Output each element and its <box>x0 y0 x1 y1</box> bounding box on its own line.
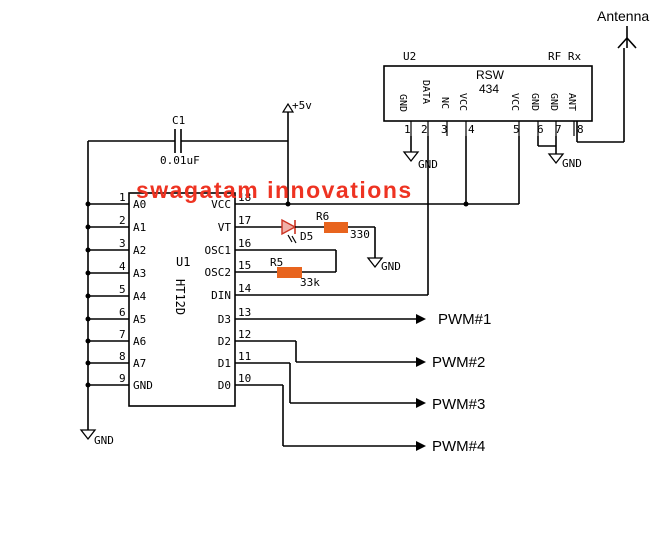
pwm2-label: PWM#2 <box>432 354 485 371</box>
u2-pin1-name: GND <box>397 94 408 112</box>
r5-value: 33k <box>300 276 320 289</box>
u1-pin1-num: 1 <box>119 191 126 204</box>
u1-pin12-name: D2 <box>218 335 231 348</box>
u1-pin13-num: 13 <box>238 306 251 319</box>
u1-pin2-name: A1 <box>133 221 146 234</box>
u1-pin7-num: 7 <box>119 328 126 341</box>
antenna-icon <box>576 26 637 143</box>
u1-pin5-num: 5 <box>119 283 126 296</box>
u1-pin4-name: A3 <box>133 267 146 280</box>
resistor-icon <box>277 267 302 278</box>
arrow-right-icon <box>416 357 426 367</box>
u2-part-line1: RSW <box>476 68 505 82</box>
u2-pin3-name: NC <box>439 97 450 109</box>
u1-pin15-num: 15 <box>238 259 251 272</box>
u2-pin3-num: 3 <box>441 123 448 136</box>
led-icon <box>281 218 297 236</box>
pwm1-label: PWM#1 <box>438 311 491 328</box>
u1-pin9-name: GND <box>133 379 153 392</box>
pwm4-label: PWM#4 <box>432 438 485 455</box>
u1-pin8-num: 8 <box>119 350 126 363</box>
u2-pin2-num: 2 <box>421 123 428 136</box>
led-d5: D5 <box>281 218 324 244</box>
u2-part-line2: 434 <box>479 82 499 96</box>
u2-rf-receiver: U2 RF Rx RSW 434 GND DATA NC VCC VCC GND… <box>383 50 593 136</box>
u1-pin6-num: 6 <box>119 306 126 319</box>
u1-left-pins: 1 2 3 4 5 6 7 8 9 A0 A1 A2 A3 A4 A5 A6 A… <box>85 191 153 392</box>
arrow-right-icon <box>416 314 426 324</box>
resistor-r5: R5 33k <box>270 250 337 289</box>
u1-pin2-num: 2 <box>119 214 126 227</box>
u2-pin4-name: VCC <box>457 93 468 111</box>
pwm-outputs: PWM#1 PWM#2 PWM#3 PWM#4 <box>416 311 491 455</box>
pwm3-label: PWM#3 <box>432 396 485 413</box>
u1-pin4-num: 4 <box>119 260 126 273</box>
u1-right-pins: 18 17 16 15 14 13 12 11 10 VCC VT OSC1 O… <box>205 191 420 447</box>
u1-pin18-num: 18 <box>238 191 251 204</box>
u1-pin13-name: D3 <box>218 313 231 326</box>
u1-pin7-name: A6 <box>133 335 146 348</box>
u1-pin5-name: A4 <box>133 290 147 303</box>
u1-pin18-name: VCC <box>211 198 231 211</box>
antenna-label: Antenna <box>597 8 649 24</box>
u1-pin10-name: D0 <box>218 379 231 392</box>
r6-gnd-label: GND <box>381 260 401 273</box>
u1-part: HT12D <box>173 279 187 315</box>
u1-pin14-num: 14 <box>238 282 252 295</box>
resistor-r6: R6 330 GND <box>316 210 401 273</box>
u2-ref: U2 <box>403 50 416 63</box>
ground-symbol-icon <box>79 429 97 441</box>
u2-pin6-num: 6 <box>537 123 544 136</box>
u2-pin5-name: VCC <box>509 93 520 111</box>
watermark-text: swagatam innovations <box>136 177 413 203</box>
u1-pin14-name: DIN <box>211 289 231 302</box>
u2-title: RF Rx <box>548 50 581 63</box>
u1-pin17-name: VT <box>218 221 232 234</box>
u1-ref: U1 <box>176 255 190 269</box>
c1-ref: C1 <box>172 114 185 127</box>
u1-pin10-num: 10 <box>238 372 251 385</box>
d5-label: D5 <box>300 230 313 243</box>
supply-rail: +5v C1 0.01uF GND <box>79 99 520 447</box>
r6-ref: R6 <box>316 210 329 223</box>
u1-pin17-num: 17 <box>238 214 251 227</box>
u1-pin3-name: A2 <box>133 244 146 257</box>
u1-pin11-name: D1 <box>218 357 231 370</box>
supply-label: +5v <box>292 99 312 112</box>
u2-gnd-wiring: GND GND <box>402 136 582 171</box>
ground-symbol-icon <box>547 153 565 165</box>
u2-gnd2-label: GND <box>562 157 582 170</box>
resistor-icon <box>324 222 348 233</box>
ground-symbol-icon <box>402 151 420 163</box>
u1-pin16-num: 16 <box>238 237 251 250</box>
u1-pin8-name: A7 <box>133 357 146 370</box>
u1-pin16-name: OSC1 <box>205 244 232 257</box>
u1-pin12-num: 12 <box>238 328 251 341</box>
r5-ref: R5 <box>270 256 283 269</box>
arrow-right-icon <box>416 441 426 451</box>
u2-pin2-name: DATA <box>420 80 431 104</box>
data-line <box>235 136 429 296</box>
u1-pin1-name: A0 <box>133 198 146 211</box>
u2-pin4-num: 4 <box>468 123 475 136</box>
u1-pin6-name: A5 <box>133 313 146 326</box>
ground-symbol-icon <box>366 257 384 269</box>
u2-pin6-name: GND <box>529 93 540 111</box>
u2-pin8-num: 8 <box>577 123 584 136</box>
arrow-right-icon <box>416 398 426 408</box>
u1-pin11-num: 11 <box>238 350 251 363</box>
u1-pin3-num: 3 <box>119 237 126 250</box>
u2-pin5-num: 5 <box>513 123 520 136</box>
u1-pin9-num: 9 <box>119 372 126 385</box>
left-gnd-label: GND <box>94 434 114 447</box>
u1-decoder: U1 HT12D 1 2 3 4 5 6 <box>85 191 420 447</box>
u2-pin8-name: ANT <box>566 93 577 111</box>
u1-pin15-name: OSC2 <box>205 266 232 279</box>
u2-pin1-num: 1 <box>404 123 411 136</box>
u2-pin7-num: 7 <box>555 123 562 136</box>
u2-pin7-name: GND <box>548 93 559 111</box>
c1-value: 0.01uF <box>160 154 200 167</box>
r6-value: 330 <box>350 228 370 241</box>
